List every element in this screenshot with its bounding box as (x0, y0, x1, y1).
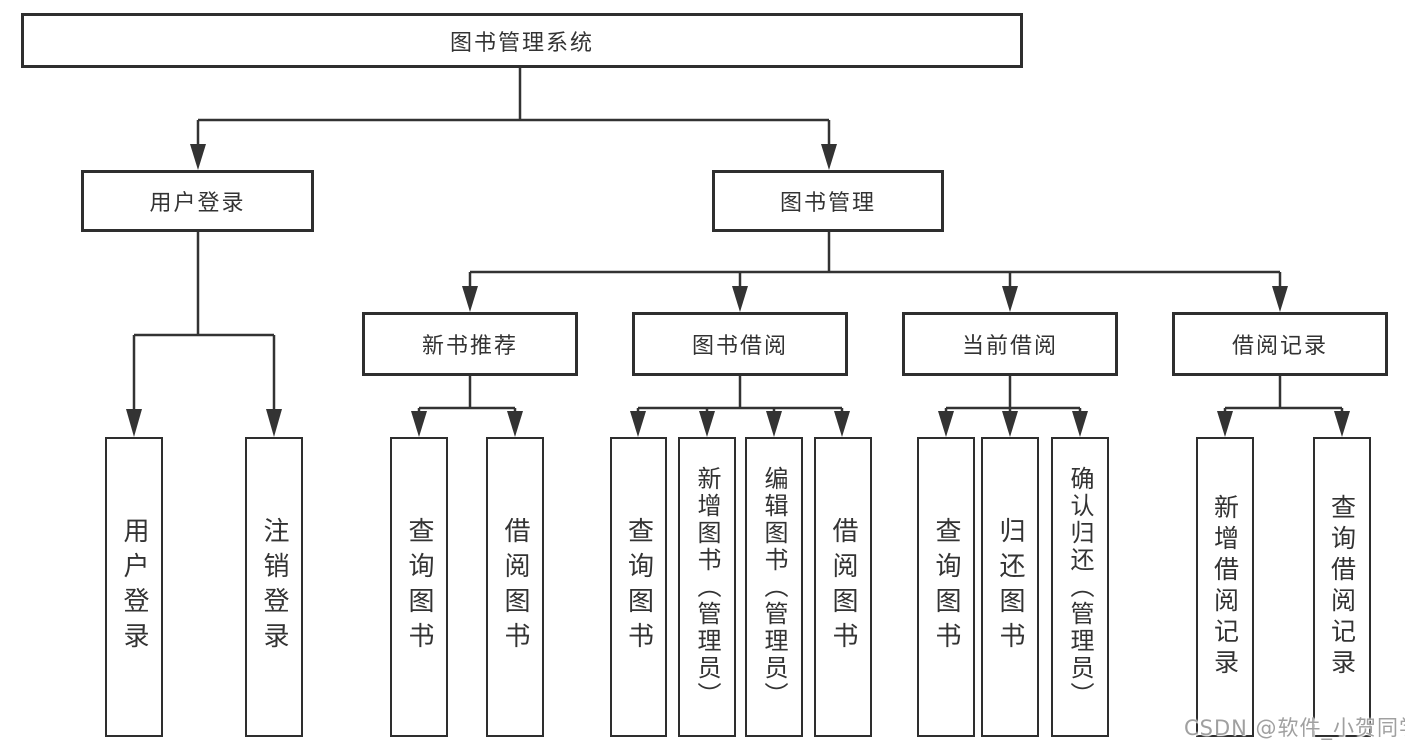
node-user-login: 用户登录 (81, 170, 314, 232)
node-new-book-recommend-label: 新书推荐 (421, 334, 518, 359)
leaf-records-query-record: 查询借阅记录 (1313, 437, 1371, 737)
csdn-watermark: CSDN @软件_小贺同学 (1184, 716, 1405, 740)
leaf-borrow-borrow-books: 借阅图书 (814, 437, 872, 737)
leaf-logout: 注销登录 (245, 437, 303, 737)
leaf-borrow-add-books-admin-label: 新增图书（管理员） (693, 465, 721, 709)
leaf-records-add-record: 新增借阅记录 (1196, 437, 1254, 737)
node-new-book-recommend: 新书推荐 (362, 312, 578, 376)
leaf-current-confirm-return-admin-label: 确认归还（管理员） (1066, 465, 1094, 709)
node-book-management: 图书管理 (712, 170, 944, 232)
leaf-current-query-books-label: 查询图书 (931, 517, 961, 657)
leaf-current-return-books-label: 归还图书 (995, 517, 1025, 657)
node-current-borrow: 当前借阅 (902, 312, 1118, 376)
leaf-recommend-query-books: 查询图书 (390, 437, 448, 737)
root-node-library-system: 图书管理系统 (21, 13, 1023, 68)
node-user-login-label: 用户登录 (149, 191, 246, 216)
node-book-borrow-label: 图书借阅 (691, 334, 788, 359)
leaf-records-query-record-label: 查询借阅记录 (1327, 494, 1357, 680)
node-book-management-label: 图书管理 (779, 191, 876, 216)
leaf-records-add-record-label: 新增借阅记录 (1210, 494, 1240, 680)
root-node-label: 图书管理系统 (449, 30, 594, 56)
leaf-current-query-books: 查询图书 (917, 437, 975, 737)
node-book-borrow: 图书借阅 (632, 312, 848, 376)
leaf-borrow-query-books-label: 查询图书 (623, 517, 654, 657)
leaf-logout-label: 注销登录 (259, 517, 289, 657)
leaf-recommend-borrow-books-label: 借阅图书 (500, 517, 530, 657)
leaf-borrow-edit-books-admin: 编辑图书（管理员） (745, 437, 803, 737)
node-borrow-records: 借阅记录 (1172, 312, 1388, 376)
leaf-current-return-books: 归还图书 (981, 437, 1039, 737)
leaf-borrow-edit-books-admin-label: 编辑图书（管理员） (760, 465, 788, 709)
leaf-borrow-query-books: 查询图书 (610, 437, 667, 737)
leaf-borrow-add-books-admin: 新增图书（管理员） (678, 437, 736, 737)
leaf-borrow-borrow-books-label: 借阅图书 (828, 517, 858, 657)
node-borrow-records-label: 借阅记录 (1231, 334, 1328, 359)
leaf-recommend-borrow-books: 借阅图书 (486, 437, 544, 737)
leaf-recommend-query-books-label: 查询图书 (404, 517, 434, 657)
node-current-borrow-label: 当前借阅 (961, 334, 1058, 359)
leaf-user-login-label: 用户登录 (119, 517, 149, 657)
leaf-user-login: 用户登录 (105, 437, 163, 737)
leaf-current-confirm-return-admin: 确认归还（管理员） (1051, 437, 1109, 737)
